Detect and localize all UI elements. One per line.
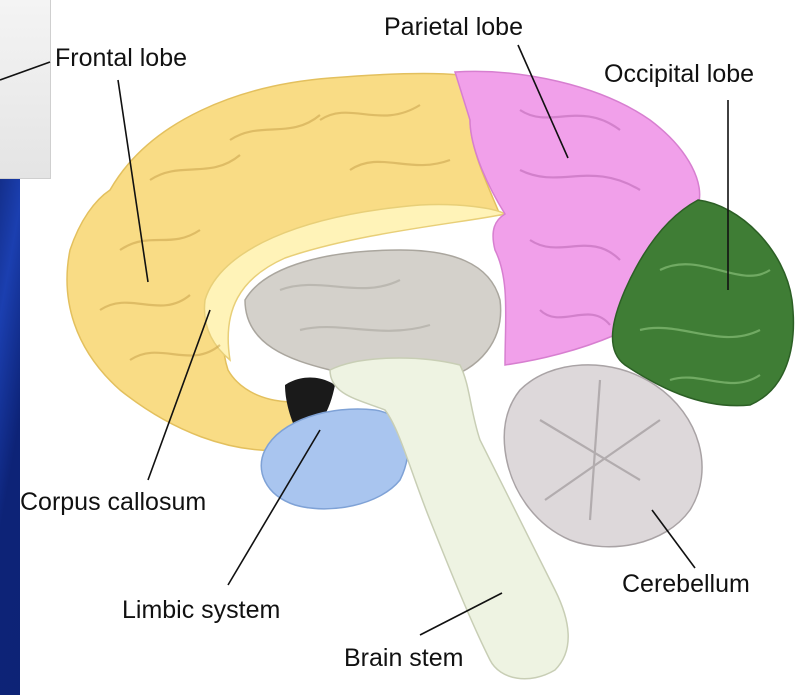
limbic-system-label: Limbic system bbox=[122, 596, 280, 624]
occipital-lobe-label: Occipital lobe bbox=[604, 60, 754, 88]
thumb-pointer-line bbox=[0, 62, 50, 80]
corpus-callosum-label: Corpus callosum bbox=[20, 488, 206, 516]
brain-stem-label: Brain stem bbox=[344, 644, 463, 672]
frontal-lobe-label: Frontal lobe bbox=[55, 44, 187, 72]
cerebellum-label: Cerebellum bbox=[622, 570, 750, 598]
cerebellum-region bbox=[504, 365, 702, 547]
parietal-lobe-label: Parietal lobe bbox=[384, 13, 523, 41]
